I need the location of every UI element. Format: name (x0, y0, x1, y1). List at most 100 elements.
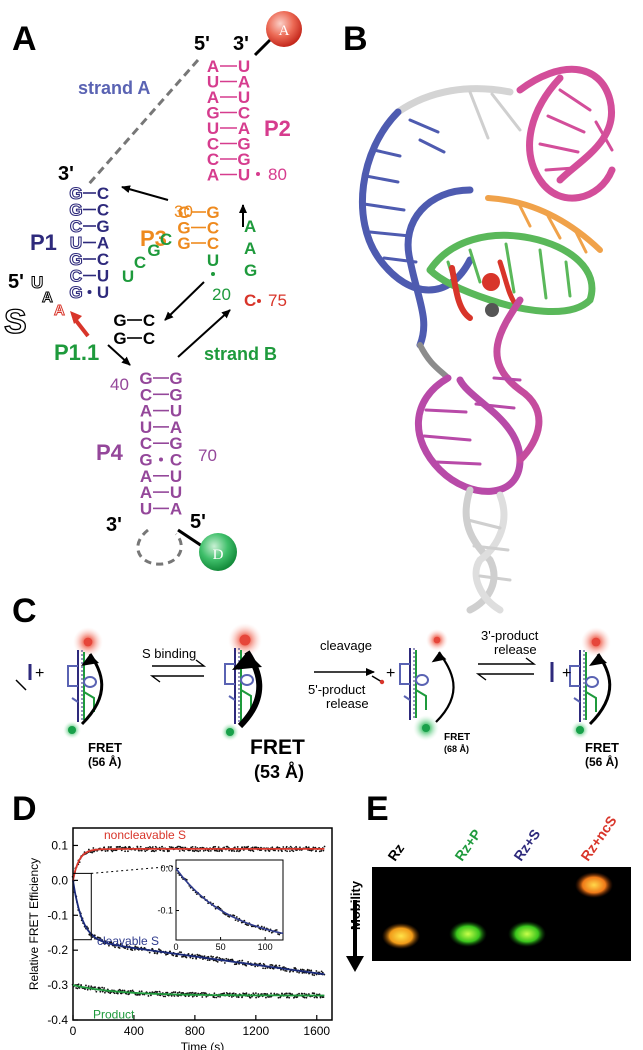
p4-nt-right: U (170, 467, 182, 486)
scatter-cleavable-point (180, 951, 183, 954)
step-s-binding: S binding (142, 646, 196, 661)
p11-nt-left: G (113, 311, 126, 330)
scatter-cleavable-point (134, 948, 136, 951)
p4-nt-left: A (140, 483, 152, 502)
y-axis-title: Relative FRET Efficiency (27, 858, 41, 990)
scatter-product-point (267, 996, 270, 998)
strand-a-label: strand A (78, 78, 150, 98)
scatter-noncleavable-point (252, 850, 255, 853)
loop-nt: C (134, 253, 146, 272)
plus-2: + (386, 665, 395, 682)
scatter-product-point (139, 993, 141, 996)
p1-nt-left: C (70, 267, 82, 286)
p1-arm (569, 665, 580, 687)
scatter-cleavable-point (313, 974, 316, 977)
scatter-noncleavable-point (318, 850, 321, 853)
arm-tick (228, 695, 236, 701)
scatter-noncleavable-point (271, 846, 274, 849)
scatter-product-point (243, 992, 246, 995)
scatter-cleavable-point (275, 965, 277, 967)
scatter-product-point (136, 993, 139, 996)
zoom-box (72, 872, 92, 941)
p3-label: P3 (140, 226, 167, 251)
p1-nt-right: G (96, 217, 109, 236)
dot-80 (256, 172, 260, 176)
scatter-noncleavable-point (307, 846, 310, 849)
fit-product-line (72, 984, 325, 997)
fret-3-label: FRET (444, 732, 470, 743)
scatter-product-point (99, 990, 102, 993)
scatter-cleavable-point (99, 937, 102, 940)
scatter-product-point (85, 984, 87, 987)
scatter-noncleavable-point (286, 850, 288, 853)
scatter-cleavable-point (254, 965, 257, 968)
scatter-noncleavable-point (299, 846, 301, 849)
scatter-product-point (270, 992, 272, 995)
scatter-noncleavable-point (191, 845, 194, 848)
scatter-product-point (77, 983, 80, 986)
scatter-product-point (254, 992, 257, 995)
scatter-cleavable-point (311, 973, 314, 976)
scatter-noncleavable-point (312, 846, 315, 849)
scatter-cleavable-point (245, 964, 248, 967)
p1-arm (67, 665, 78, 687)
scheme-state-4 (569, 627, 612, 739)
scatter-product-point (219, 995, 221, 998)
j-nt-g: G (244, 261, 257, 280)
scatter-noncleavable-point (247, 845, 250, 848)
scatter-product-point (113, 992, 116, 995)
gel-band (382, 923, 420, 949)
panel-label-b: B (343, 20, 368, 58)
scatter-product-point (286, 992, 288, 995)
step-5p-release-2: release (326, 696, 369, 711)
scatter-noncleavable-point (276, 846, 279, 849)
inset-point (228, 915, 231, 918)
scatter-noncleavable-point (168, 850, 171, 852)
p4-label: P4 (96, 440, 124, 465)
scatter-product-point (296, 996, 299, 998)
scheme-state-3 (399, 629, 455, 741)
scatter-product-point (184, 995, 187, 998)
num-80: 80 (268, 165, 287, 184)
p1-nt-right: C (97, 250, 109, 269)
scatter-cleavable-point (215, 960, 218, 962)
scatter-cleavable-point (238, 959, 241, 962)
acceptor-linker (253, 38, 272, 57)
step-5p-release-1: 5'-product (308, 682, 366, 697)
panel-c: C S binding cleavage 5'-product release … (12, 592, 619, 782)
scatter-noncleavable-point (104, 850, 107, 853)
scatter-product-point (257, 993, 260, 995)
p2-nt-right: A (238, 119, 250, 138)
panel-b: B (343, 20, 616, 614)
p3-nt-left: G (177, 219, 190, 238)
substrate-s-label: S (4, 303, 27, 341)
p2-nt-right: U (238, 166, 250, 185)
scatter-noncleavable-point (320, 850, 323, 852)
num-20: 20 (212, 285, 231, 304)
scatter-product-point (195, 995, 198, 998)
scatter-noncleavable-point (239, 849, 242, 852)
scatter-product-point (174, 991, 177, 994)
kinetic-scheme (15, 623, 612, 741)
p3-nt-left: G (177, 234, 190, 253)
scatter-noncleavable-point (202, 849, 205, 852)
scatter-noncleavable-point (161, 845, 163, 848)
scatter-product-point (150, 994, 152, 997)
p3-arm (585, 691, 597, 712)
scatter-noncleavable-point (189, 849, 191, 852)
p1-nt-left: U (70, 234, 82, 253)
scatter-noncleavable-point (116, 846, 119, 848)
fret-2-distance: (53 Å) (254, 762, 304, 782)
p1-nt-right: C (97, 201, 109, 220)
scatter-product-point (87, 985, 90, 988)
scatter-product-point (191, 991, 194, 994)
inset-point (195, 893, 198, 896)
scatter-cleavable-point (223, 962, 226, 964)
p3-nt-left: C (178, 203, 190, 222)
scatter-noncleavable-point (138, 849, 140, 852)
p3-nt-u20: U (207, 251, 219, 270)
scatter-noncleavable-point (136, 846, 139, 849)
scatter-noncleavable-point (289, 845, 292, 848)
scatter-noncleavable-point (305, 846, 308, 849)
